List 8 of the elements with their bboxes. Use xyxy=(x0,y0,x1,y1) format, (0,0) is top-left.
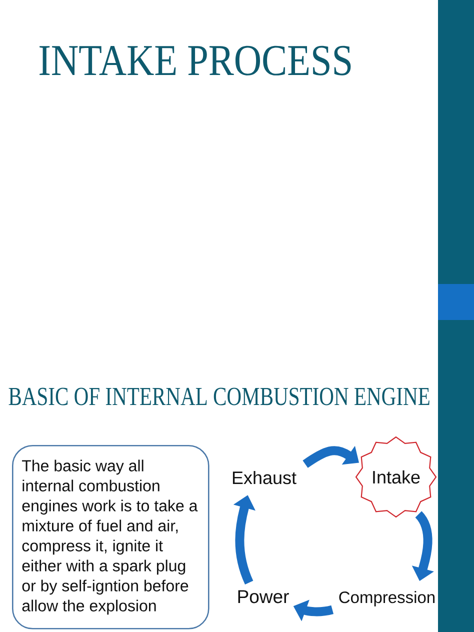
stage-label: Compression xyxy=(339,591,435,606)
slide-title: INTAKE PROCESS xyxy=(40,46,351,76)
starburst-label: Intake xyxy=(355,436,437,518)
section-heading: BASIC OF INTERNAL COMBUSTION ENGINE xyxy=(8,388,430,406)
info-box: The basic way all internal combustion engines work is to take a mixture of fuel and air, compress it, ignite it either with a spark plug or by self-igntion before allow the explosion xyxy=(12,445,210,630)
stage-label: Power xyxy=(238,590,289,604)
curved-arrow xyxy=(302,446,359,468)
stage-label: Exhaust xyxy=(232,470,296,484)
